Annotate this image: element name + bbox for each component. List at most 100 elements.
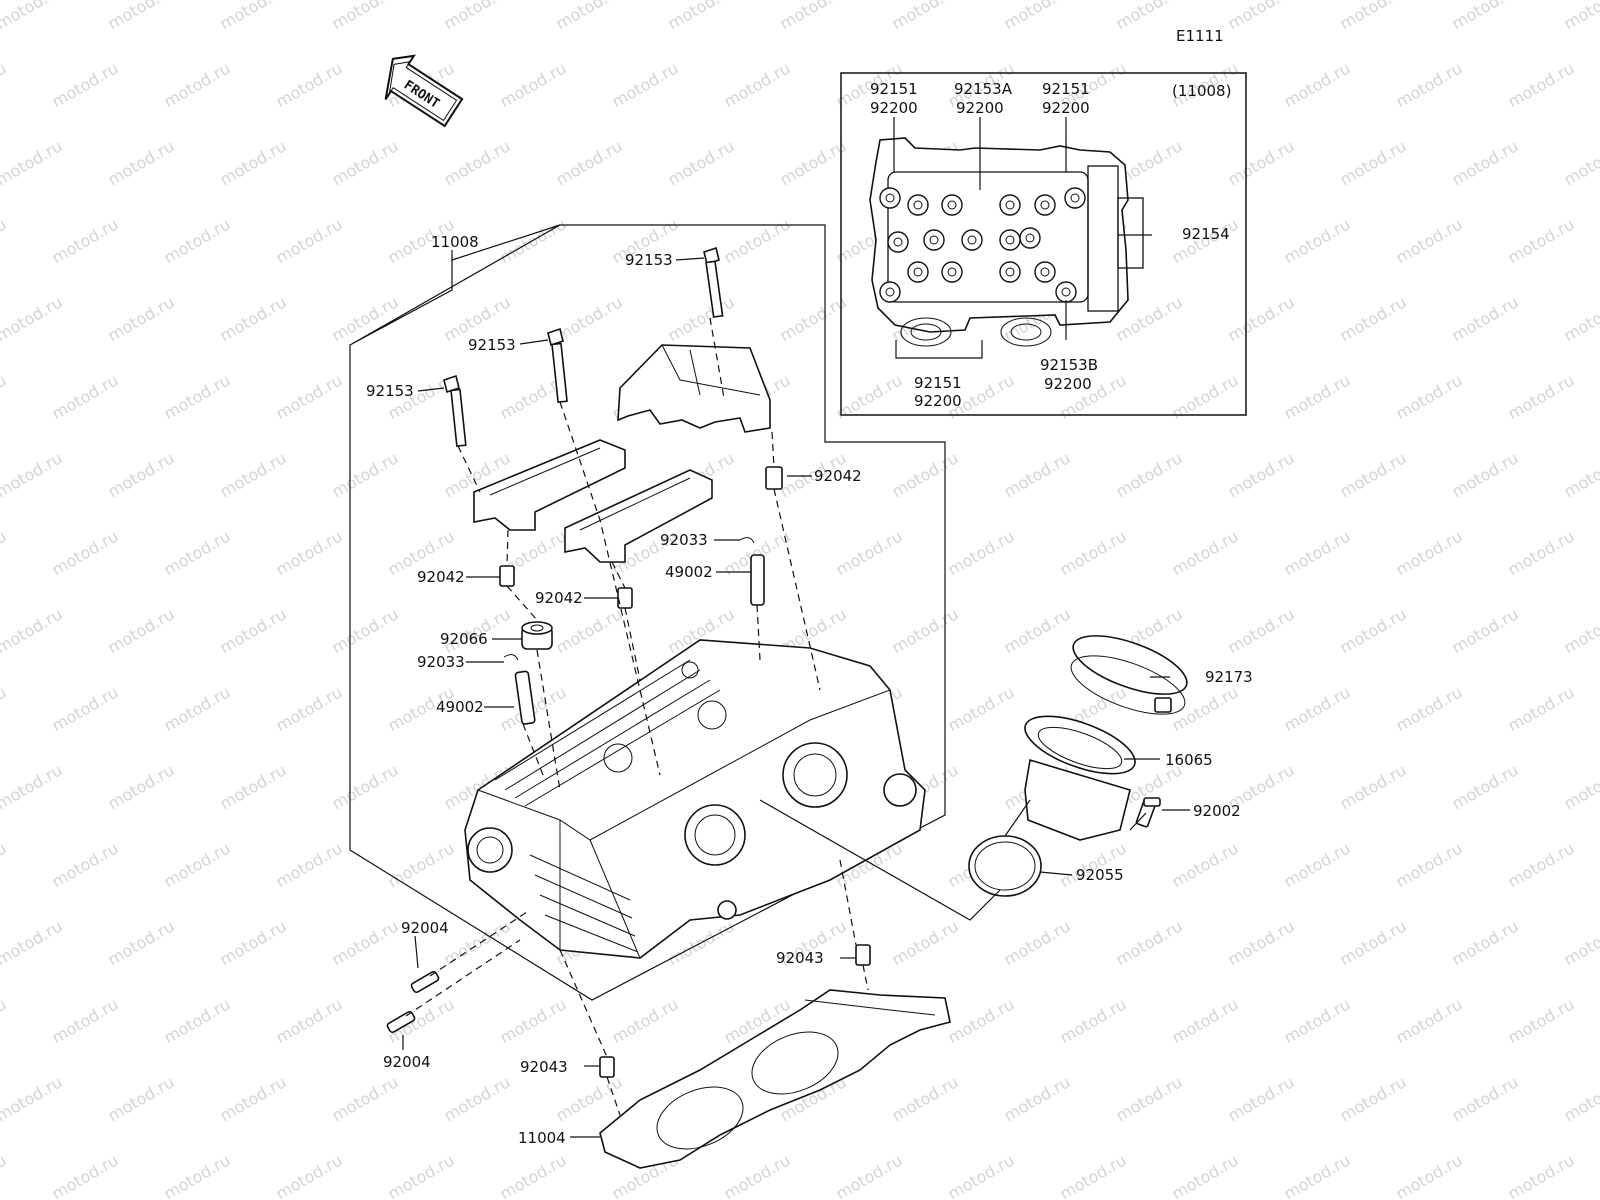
inset-label-92200-br: 92200: [1044, 375, 1092, 393]
watermark-text: motod.ru: [217, 604, 290, 657]
label-92043-upper: 92043: [776, 949, 824, 967]
watermark-text: motod.ru: [105, 1072, 178, 1125]
label-92004-lower: 92004: [383, 1053, 431, 1071]
dowel-pin-92042-mid: [617, 587, 633, 609]
watermark-text: motod.ru: [0, 136, 66, 189]
watermark-text: motod.ru: [1001, 1072, 1074, 1125]
watermark-text: motod.ru: [1561, 136, 1600, 189]
watermark-text: motod.ru: [889, 1072, 962, 1125]
inset-bolt-hole: [1055, 281, 1077, 303]
watermark-text: motod.ru: [889, 604, 962, 657]
watermark-text: motod.ru: [1225, 604, 1298, 657]
watermark-text: motod.ru: [1281, 1150, 1354, 1200]
inset-bolt-head: [967, 235, 977, 245]
watermark-text: motod.ru: [441, 1072, 514, 1125]
watermark-text: motod.ru: [441, 136, 514, 189]
label-92153-right: 92153: [625, 251, 673, 269]
label-92002: 92002: [1193, 802, 1241, 820]
watermark-text: motod.ru: [273, 58, 346, 111]
watermark-text: motod.ru: [1225, 292, 1298, 345]
watermark-text: motod.ru: [609, 58, 682, 111]
o-ring-92055: [968, 835, 1042, 897]
label-92033-upper: 92033: [660, 531, 708, 549]
watermark-text: motod.ru: [1337, 448, 1410, 501]
clip-92033-upper: [739, 537, 755, 544]
watermark-text: motod.ru: [0, 838, 10, 891]
watermark-text: motod.ru: [161, 370, 234, 423]
watermark-text: motod.ru: [49, 994, 122, 1047]
inset-label-92151-tr: 92151: [1042, 80, 1090, 98]
watermark-text: motod.ru: [833, 526, 906, 579]
watermark-text: motod.ru: [0, 448, 66, 501]
watermark-text: motod.ru: [553, 604, 626, 657]
watermark-text: motod.ru: [1337, 604, 1410, 657]
watermark-text: motod.ru: [0, 604, 66, 657]
watermark-text: motod.ru: [889, 0, 962, 33]
watermark-text: motod.ru: [553, 0, 626, 33]
label-11004: 11004: [518, 1129, 566, 1147]
watermark-text: motod.ru: [1449, 1072, 1522, 1125]
inset-bolt-head: [1040, 267, 1050, 277]
watermark-text: motod.ru: [217, 916, 290, 969]
label-92153-mid: 92153: [468, 336, 516, 354]
ref-code: E1111: [1176, 27, 1224, 45]
watermark-text: motod.ru: [329, 0, 402, 33]
watermark-text: motod.ru: [1505, 682, 1578, 735]
inset-bolt-head: [929, 235, 939, 245]
watermark-text: motod.ru: [553, 1072, 626, 1125]
watermark-text: motod.ru: [0, 0, 66, 33]
watermark-text: motod.ru: [273, 1150, 346, 1200]
label-11008: 11008: [431, 233, 479, 251]
watermark-text: motod.ru: [161, 526, 234, 579]
inset-bolt-hole: [907, 261, 929, 283]
watermark-text: motod.ru: [1337, 760, 1410, 813]
watermark-text: motod.ru: [1225, 1072, 1298, 1125]
watermark-text: motod.ru: [0, 916, 66, 969]
watermark-text: motod.ru: [1505, 1150, 1578, 1200]
part-labels: 11008 92153 92153 92153 92042 92042 9204…: [366, 233, 1253, 1147]
watermark-text: motod.ru: [1169, 838, 1242, 891]
inset-bolt-hole: [961, 229, 983, 251]
watermark-text: motod.ru: [217, 448, 290, 501]
inset-ref-label: (11008): [1172, 82, 1231, 100]
watermark-text: motod.ru: [385, 838, 458, 891]
watermark-text: motod.ru: [721, 1150, 794, 1200]
watermark-text: motod.ru: [1337, 1072, 1410, 1125]
watermark-text: motod.ru: [105, 448, 178, 501]
inset-label-92200-tl: 92200: [870, 99, 918, 117]
label-92153-left: 92153: [366, 382, 414, 400]
watermark-text: motod.ru: [1393, 214, 1466, 267]
valve-guide-49002-lower: [514, 670, 536, 725]
watermark-text: motod.ru: [1169, 1150, 1242, 1200]
watermark-text: motod.ru: [0, 1072, 66, 1125]
inset-bolt-head: [947, 200, 957, 210]
watermark-text: motod.ru: [105, 136, 178, 189]
watermark-text: motod.ru: [497, 1150, 570, 1200]
inset-bolt-head: [885, 287, 895, 297]
watermark-text: motod.ru: [1449, 292, 1522, 345]
watermark-text: motod.ru: [1225, 0, 1298, 33]
watermark-text: motod.ru: [49, 1150, 122, 1200]
watermark-text: motod.ru: [1561, 448, 1600, 501]
watermark-text: motod.ru: [1393, 370, 1466, 423]
watermark-text: motod.ru: [49, 838, 122, 891]
watermark-text: motod.ru: [609, 994, 682, 1047]
watermark-text: motod.ru: [721, 58, 794, 111]
label-16065: 16065: [1165, 751, 1213, 769]
watermark-text: motod.ru: [105, 0, 178, 33]
watermark-text: motod.ru: [161, 994, 234, 1047]
watermark-text: motod.ru: [777, 0, 850, 33]
inset-bolt-hole: [941, 194, 963, 216]
label-92066: 92066: [440, 630, 488, 648]
watermark-text: motod.ru: [217, 0, 290, 33]
watermark-text: motod.ru: [329, 448, 402, 501]
dowel-pin-92043-lower: [599, 1056, 615, 1078]
camshaft-cap-right: [564, 469, 713, 563]
inset-bolt-head: [885, 193, 895, 203]
watermark-text: motod.ru: [273, 214, 346, 267]
inset-label-92200-tm: 92200: [956, 99, 1004, 117]
dowel-pin-92043-upper: [855, 944, 871, 966]
watermark-text: motod.ru: [1505, 214, 1578, 267]
watermark-text: motod.ru: [49, 58, 122, 111]
watermark-text: motod.ru: [777, 136, 850, 189]
